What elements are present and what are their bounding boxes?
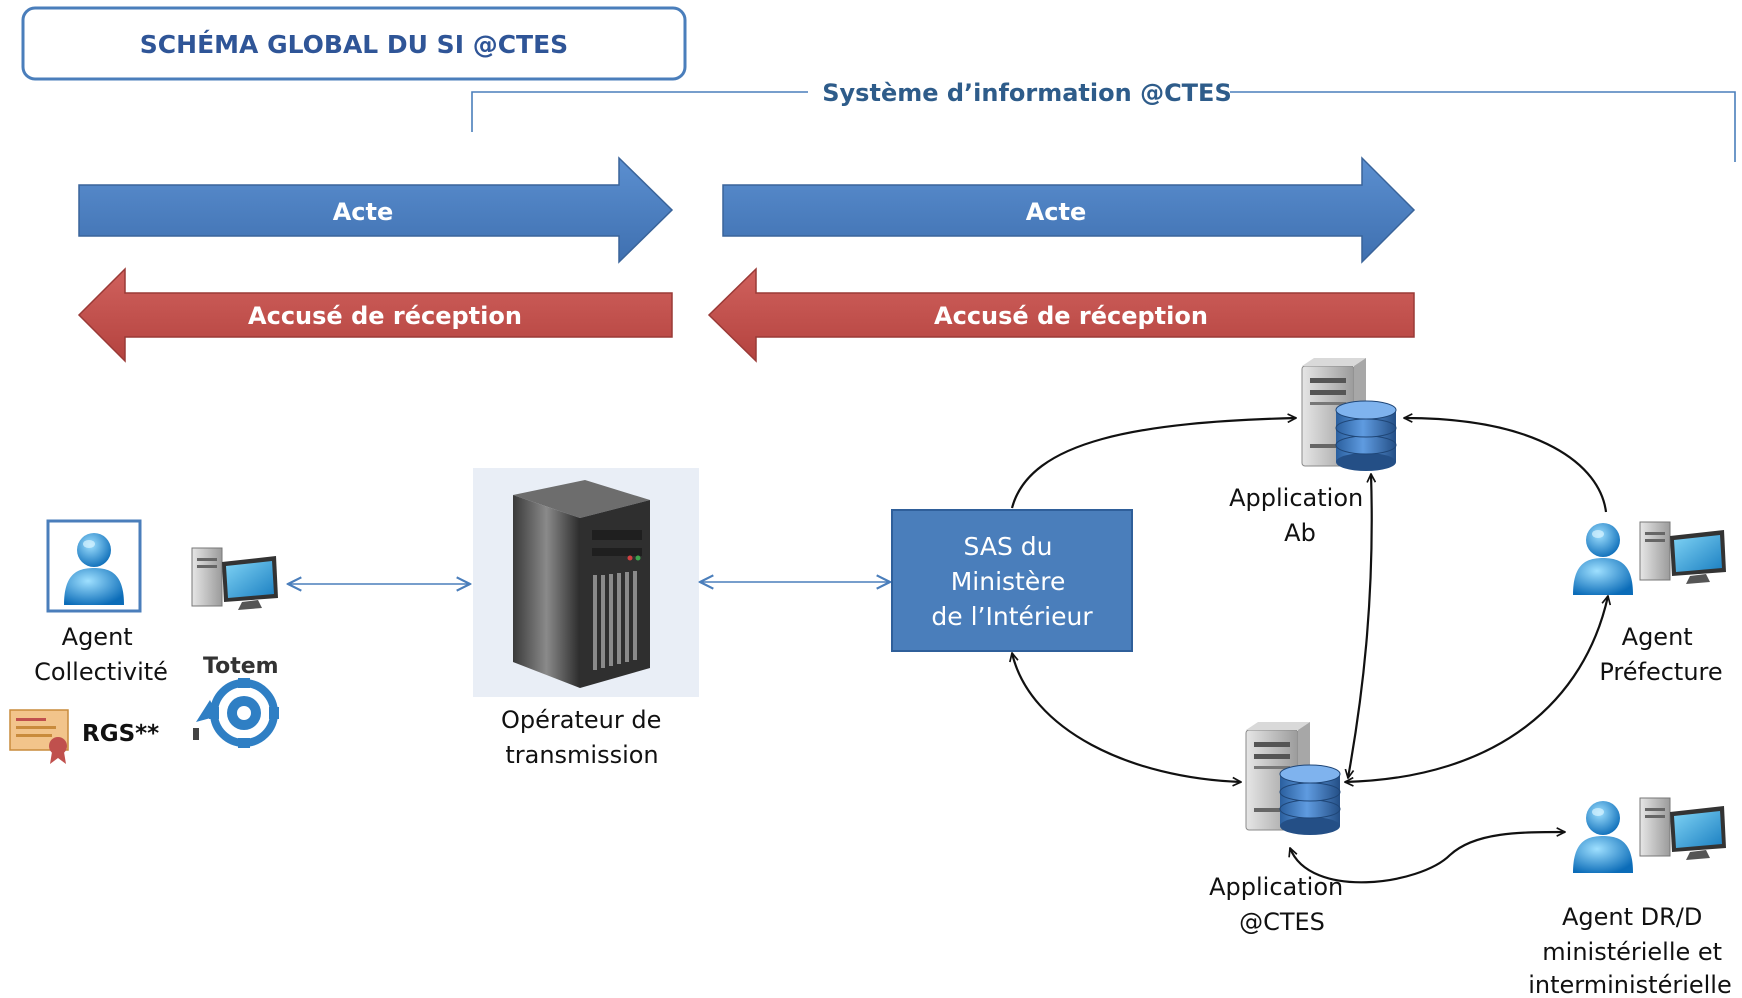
acte-arrow-left: Acte [78,156,674,264]
acte-left-label: Acte [333,198,394,226]
application-ab-line2: Ab [1284,519,1316,547]
svg-text:Application @CTES: Application @CTES [1209,873,1351,936]
rgs-label: RGS** [82,721,159,747]
certificate-icon [9,709,69,764]
operateur-line2: transmission [505,741,658,769]
sas-ministere: SAS du Ministère de l’Intérieur [891,509,1133,652]
server-tower-icon [513,480,650,688]
user-icon [1573,801,1633,873]
sas-line1: SAS du [964,532,1053,561]
agent-collectivite: Agent Collectivité [34,519,168,686]
totem-logo: Totem [193,654,279,748]
rgs-certificate: RGS** [9,709,159,764]
gear-icon [193,678,279,748]
acte-arrow-right: Acte [722,156,1416,264]
accuse-left-label: Accusé de réception [248,302,522,330]
link-ab-prefecture [1404,418,1608,513]
acte-right-label: Acte [1026,198,1087,226]
diagram-title: SCHÉMA GLOBAL DU SI @CTES [140,30,568,59]
application-actes-line2: @CTES [1239,908,1325,936]
database-server-icon [1245,721,1341,836]
system-label: Système d’information @CTES [822,79,1231,107]
agent-collectivite-line2: Collectivité [34,658,168,686]
link-sas-actes [1012,653,1241,782]
link-actes-dr [1290,832,1565,884]
accuse-arrow-right: Accusé de réception [707,267,1415,363]
computer-icon [191,547,279,611]
sas-line3: de l’Intérieur [931,602,1093,631]
svg-text:Application Ab: Application Ab [1229,484,1371,547]
database-server-icon [1301,357,1397,472]
application-actes-line1: Application [1209,873,1343,901]
agent-dr: Agent DR/D ministérielle et interministé… [1528,797,1732,998]
application-ab: Application Ab [1229,357,1397,547]
svg-text:Opérateur de transmissio: Opérateur de transmission [501,706,669,769]
computer-icon [1639,797,1727,861]
link-ab-actes [1348,474,1372,778]
agent-prefecture-line2: Préfecture [1599,658,1722,686]
user-icon [1573,523,1633,595]
sas-line2: Ministère [951,567,1066,596]
system-bracket: Système d’information @CTES [471,79,1736,162]
operateur-line1: Opérateur de [501,706,661,734]
agent-dr-line3: interministérielle [1528,971,1732,998]
agent-collectivite-line1: Agent [62,623,133,651]
svg-text:Agent DR/D ministérielle: Agent DR/D ministérielle et interministé… [1528,903,1732,998]
totem-label: Totem [203,654,279,679]
operateur-transmission: Opérateur de transmission [473,468,699,769]
flow-connections [1010,418,1608,884]
accuse-arrow-left: Accusé de réception [77,267,673,363]
agent-dr-line2: ministérielle et [1542,938,1722,966]
svg-text:Agent Préfecture: Agent Préfecture [1599,623,1722,686]
application-ab-line1: Application [1229,484,1363,512]
agent-prefecture: Agent Préfecture [1573,521,1727,686]
link-sas-ab [1010,418,1296,509]
accuse-right-label: Accusé de réception [934,302,1208,330]
agent-prefecture-line1: Agent [1622,623,1693,651]
svg-text:Agent Collectivité: Agent Collectivité [34,623,168,686]
svg-text:SAS du Ministère d: SAS du Ministère de l’Intérieur [931,532,1093,631]
application-actes: Application @CTES [1209,721,1351,936]
link-prefecture-actes [1345,596,1608,782]
computer-icon [1639,521,1727,585]
title-box: SCHÉMA GLOBAL DU SI @CTES [21,6,687,81]
agent-dr-line1: Agent DR/D [1562,903,1702,931]
